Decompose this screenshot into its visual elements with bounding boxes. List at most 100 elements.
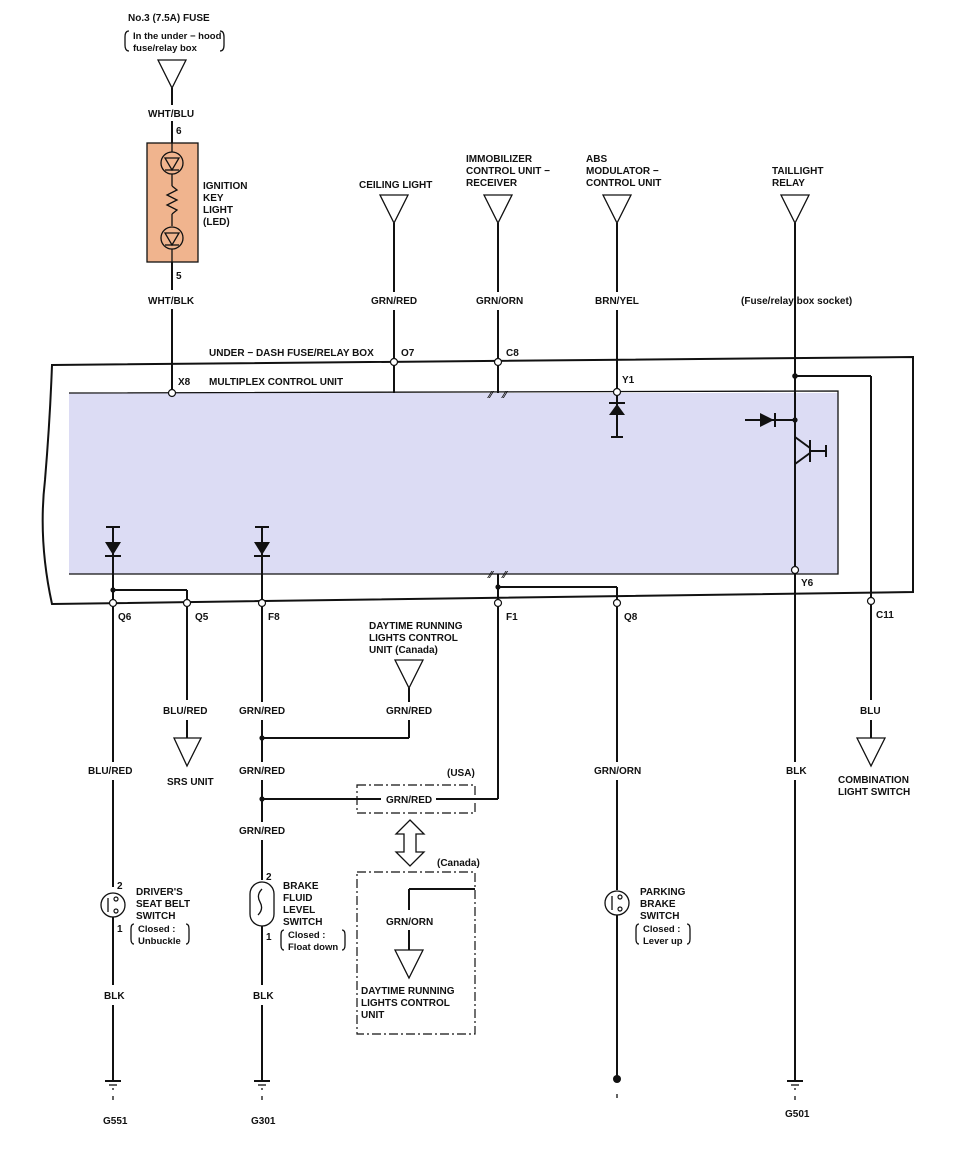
seat-belt-circuit: BLU/RED 2 1 DRIVER'S SEAT BELT SWITCH Cl… [88, 607, 190, 1080]
immob-wire: GRN/ORN [476, 296, 523, 307]
node-f8 [257, 598, 267, 608]
seat-switch-icon [100, 892, 126, 918]
wire-blu-c11: BLU [860, 706, 881, 717]
ceiling-triangle-icon [378, 194, 410, 225]
abs-triangle-icon [601, 194, 633, 225]
wire-blu-red-q5: BLU/RED [163, 706, 207, 717]
conn-o7: O7 [401, 348, 415, 359]
fuse-bracket-left [124, 30, 130, 52]
resistor-icon [165, 185, 179, 215]
tail-label-1: TAILLIGHT [772, 166, 823, 177]
node-q5 [182, 598, 192, 608]
drl-top-wire: GRN/RED [386, 706, 432, 717]
node-y6 [790, 565, 800, 575]
ground-g501-icon [787, 1080, 803, 1100]
tail-label-2: RELAY [772, 178, 805, 189]
immob-label-3: RECEIVER [466, 178, 518, 189]
drl-top-label-1: DAYTIME RUNNING [369, 621, 463, 632]
node-c8 [493, 357, 503, 367]
svg-text:⁄⁄: ⁄⁄ [487, 390, 495, 401]
under-dash-box: UNDER − DASH FUSE/RELAY BOX MULTIPLEX CO… [41, 348, 914, 606]
brake-label-2: FLUID [283, 893, 312, 904]
mcu-title: MULTIPLEX CONTROL UNIT [209, 377, 343, 388]
ceiling-title: CEILING LIGHT [359, 180, 432, 191]
brake-label-1: BRAKE [283, 881, 319, 892]
usa-label: (USA) [447, 768, 475, 779]
canada-wire: GRN/ORN [386, 917, 433, 928]
combo-triangle-icon [855, 737, 887, 768]
brake-label-5: Closed : [288, 930, 325, 941]
drl-top-label-3: UNIT (Canada) [369, 645, 438, 656]
conn-c8: C8 [506, 348, 519, 359]
seat-label-2: SEAT BELT [136, 899, 190, 910]
fuse-source: No.3 (7.5A) FUSE In the under − hood fus… [124, 13, 225, 143]
brake-fluid-circuit: GRN/RED GRN/RED GRN/RED 2 1 BRAKE FLUID … [239, 607, 409, 1080]
drl-top-triangle-icon [393, 659, 425, 690]
diode-f8-icon [254, 526, 270, 602]
fuse-bracket-right [219, 30, 225, 52]
fuse-label-2: In the under − hood [133, 31, 222, 42]
ceiling-wire: GRN/RED [371, 296, 417, 307]
ign-label-3: LIGHT [203, 205, 233, 216]
ignition-key-light: IGNITION KEY LIGHT (LED) 5 WHT/BLK [146, 142, 247, 393]
canada-label-2: LIGHTS CONTROL [361, 998, 450, 1009]
canada-label-3: UNIT [361, 1010, 384, 1021]
immob-label-2: CONTROL UNIT − [466, 166, 550, 177]
park-label-2: BRAKE [640, 899, 676, 910]
seat-pin2: 2 [117, 881, 123, 892]
node-q6 [108, 598, 118, 608]
seat-pin1: 1 [117, 924, 123, 935]
srs-label: SRS UNIT [167, 777, 214, 788]
wire-grn-red-1: GRN/RED [239, 706, 285, 717]
usa-option: (USA) GRN/RED [356, 607, 499, 814]
node-f1 [493, 598, 503, 608]
underdash-title: UNDER − DASH FUSE/RELAY BOX [209, 348, 374, 359]
abs-label-1: ABS [586, 154, 607, 165]
wire-grn-red-3: GRN/RED [239, 826, 285, 837]
brake-label-3: LEVEL [283, 905, 315, 916]
ground-g301-icon [254, 1080, 270, 1100]
fuse-label-1: No.3 (7.5A) FUSE [128, 13, 210, 24]
node-y1 [612, 387, 622, 397]
y6-ground-circuit: BLK [786, 574, 807, 1080]
ign-wire-top: WHT/BLU [148, 109, 194, 120]
abs-label-2: MODULATOR − [586, 166, 659, 177]
canada-label-1: DAYTIME RUNNING [361, 986, 455, 997]
wire-blk-g551: BLK [104, 991, 125, 1002]
fuse-label-3: fuse/relay box [133, 43, 198, 54]
ign-pin-bot: 5 [176, 271, 182, 282]
ground-g301: G301 [251, 1116, 276, 1127]
wire-grn-orn-q8: GRN/ORN [594, 766, 641, 777]
immob-label-1: IMMOBILIZER [466, 154, 533, 165]
ground-g501: G501 [785, 1109, 810, 1120]
conn-f8: F8 [268, 612, 280, 623]
ceiling-light: CEILING LIGHT GRN/RED O7 [359, 180, 432, 393]
ground-g551: G551 [103, 1116, 128, 1127]
conn-y1: Y1 [622, 375, 635, 386]
svg-text:⁄⁄: ⁄⁄ [487, 570, 495, 581]
conn-f1: F1 [506, 612, 518, 623]
node-c11 [866, 596, 876, 606]
park-switch-icon [604, 890, 630, 916]
drl-canada-top: DAYTIME RUNNING LIGHTS CONTROL UNIT (Can… [369, 621, 463, 738]
node-q8 [612, 598, 622, 608]
seat-label-5: Unbuckle [138, 936, 181, 947]
canada-triangle-icon [393, 949, 425, 980]
brake-pin1: 1 [266, 932, 272, 943]
ground-g551-icon [105, 1080, 121, 1100]
brake-label-6: Float down [288, 942, 338, 953]
park-label-4: Closed : [643, 924, 680, 935]
ign-wire-bot: WHT/BLK [148, 296, 195, 307]
conn-x8: X8 [178, 377, 191, 388]
ign-label-2: KEY [203, 193, 224, 204]
tail-socket: (Fuse/relay box socket) [741, 296, 852, 307]
ign-label-1: IGNITION [203, 181, 247, 192]
srs-triangle-icon [172, 737, 203, 768]
combination-switch-circuit: BLU COMBINATION LIGHT SWITCH [838, 605, 910, 798]
abs-wire: BRN/YEL [595, 296, 639, 307]
seat-label-4: Closed : [138, 924, 175, 935]
abs-label-3: CONTROL UNIT [586, 178, 661, 189]
combo-label-2: LIGHT SWITCH [838, 787, 910, 798]
conn-c11: C11 [876, 610, 894, 621]
combo-label-1: COMBINATION [838, 775, 909, 786]
